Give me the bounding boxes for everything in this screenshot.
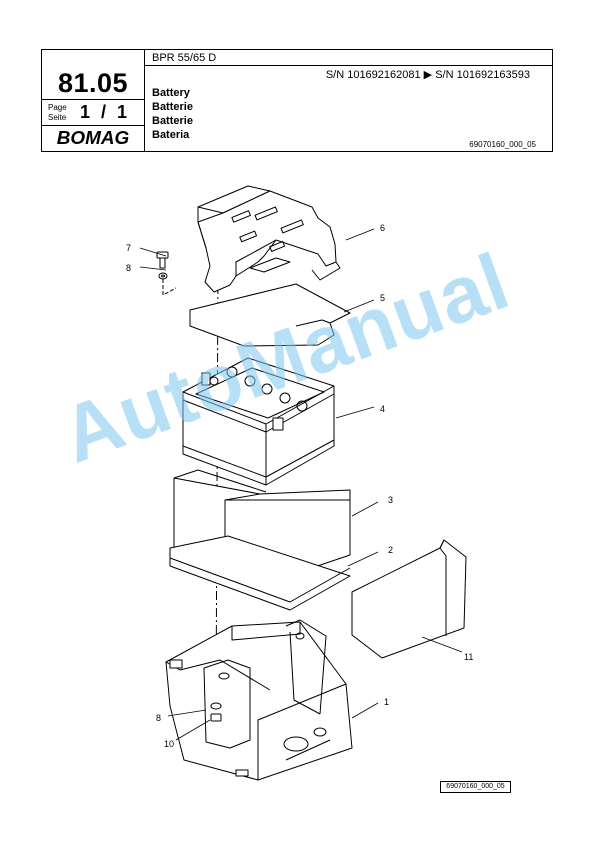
hold-down-bracket	[197, 185, 341, 293]
page-label: Page Seite	[48, 103, 67, 123]
callout-10: 10	[164, 739, 174, 749]
title-en: Battery	[152, 87, 190, 99]
serial-range: S/N 101692162081 ▶ S/N 101692163593	[325, 69, 530, 81]
model-name: BPR 55/65 D	[152, 52, 217, 64]
header-divider	[42, 99, 144, 100]
callout-1: 1	[384, 697, 389, 707]
bolt-top	[156, 251, 177, 296]
page-label-en: Page	[48, 103, 67, 112]
battery-box	[165, 619, 353, 781]
callout-8-top: 8	[126, 263, 131, 273]
callout-3: 3	[388, 495, 393, 505]
battery-cover	[351, 539, 467, 659]
battery	[182, 357, 335, 486]
title-es: Bateria	[152, 129, 190, 141]
callout-8-bottom: 8	[156, 713, 161, 723]
bolt-bottom	[210, 702, 222, 722]
callout-11: 11	[464, 652, 473, 662]
callout-5: 5	[380, 293, 385, 303]
page-number: 1 / 1	[80, 102, 131, 122]
page-label-de: Seite	[48, 113, 67, 122]
callout-7: 7	[126, 243, 131, 253]
header-divider	[42, 125, 144, 126]
document-number: 69070160_000_05	[469, 140, 536, 149]
callout-6: 6	[380, 223, 385, 233]
brand-logo: BOMAG	[56, 128, 130, 148]
title-fr: Batterie	[152, 115, 193, 127]
figure-number: 69070160_000_05	[440, 781, 511, 793]
callout-4: 4	[380, 404, 385, 414]
title-de: Batterie	[152, 101, 193, 113]
header-block: BPR 55/65 D S/N 101692162081 ▶ S/N 10169…	[41, 49, 553, 152]
part-titles: Battery Batterie Batterie Bateria	[152, 86, 193, 142]
bottom-pad	[169, 535, 351, 611]
top-pad	[189, 283, 351, 347]
callout-2: 2	[388, 545, 393, 555]
header-divider	[144, 50, 145, 151]
header-divider	[144, 65, 552, 66]
group-number: 81.05	[57, 68, 129, 98]
leader-lines	[139, 228, 463, 741]
